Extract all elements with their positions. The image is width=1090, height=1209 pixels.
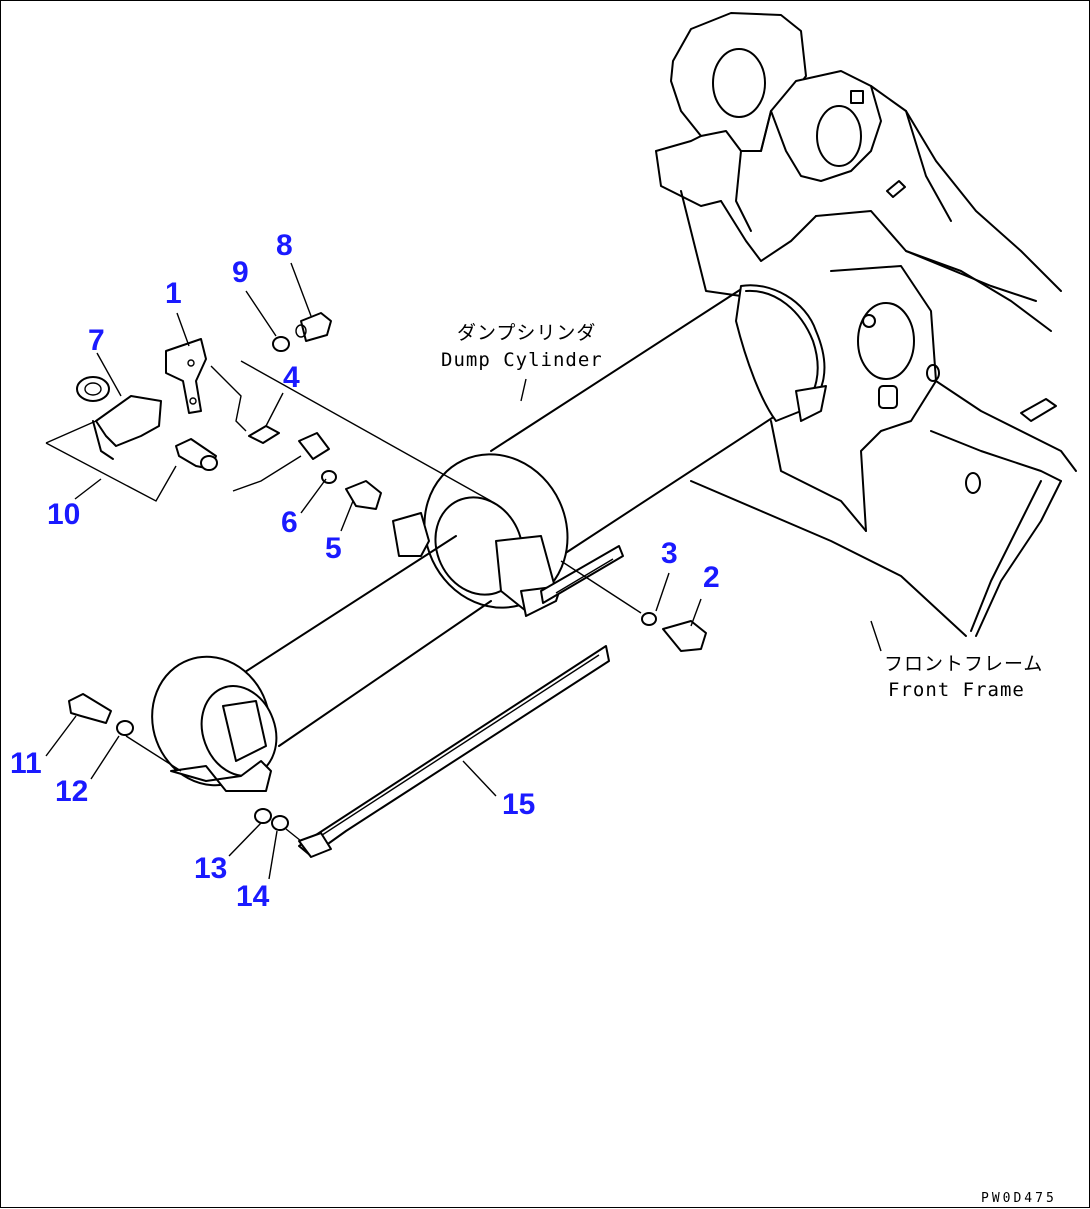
dump-cylinder-leader	[520, 378, 527, 402]
strip-part-15	[298, 645, 610, 858]
dump-cylinder	[151, 284, 827, 792]
callout-12: 12	[55, 775, 89, 808]
drawing-code: PW0D475	[981, 1191, 1057, 1206]
switch-bracket-assembly	[45, 262, 492, 532]
callout-14: 14	[236, 880, 270, 913]
callout-3: 3	[661, 537, 678, 570]
callout-10: 10	[47, 498, 81, 531]
front-frame-label-en: Front Frame	[888, 679, 1025, 701]
callout-8: 8	[276, 229, 293, 262]
front-frame-label-jp: フロントフレーム	[884, 653, 1044, 675]
callout-6: 6	[281, 506, 298, 539]
bolt-2-washer-3	[560, 560, 707, 652]
callout-2: 2	[703, 561, 720, 594]
callout-15: 15	[502, 788, 536, 821]
dump-cylinder-label-jp: ダンプシリンダ	[457, 322, 597, 344]
callout-1: 1	[165, 277, 182, 310]
callout-4: 4	[283, 361, 300, 394]
callout-5: 5	[325, 532, 342, 565]
callout-13: 13	[194, 852, 228, 885]
front-frame	[655, 12, 1077, 637]
parts-11-14	[45, 693, 497, 880]
dump-cylinder-label-en: Dump Cylinder	[441, 349, 603, 371]
callout-9: 9	[232, 256, 249, 289]
front-frame-leader	[870, 620, 882, 652]
callout-7: 7	[88, 324, 105, 357]
callout-11: 11	[10, 747, 42, 780]
